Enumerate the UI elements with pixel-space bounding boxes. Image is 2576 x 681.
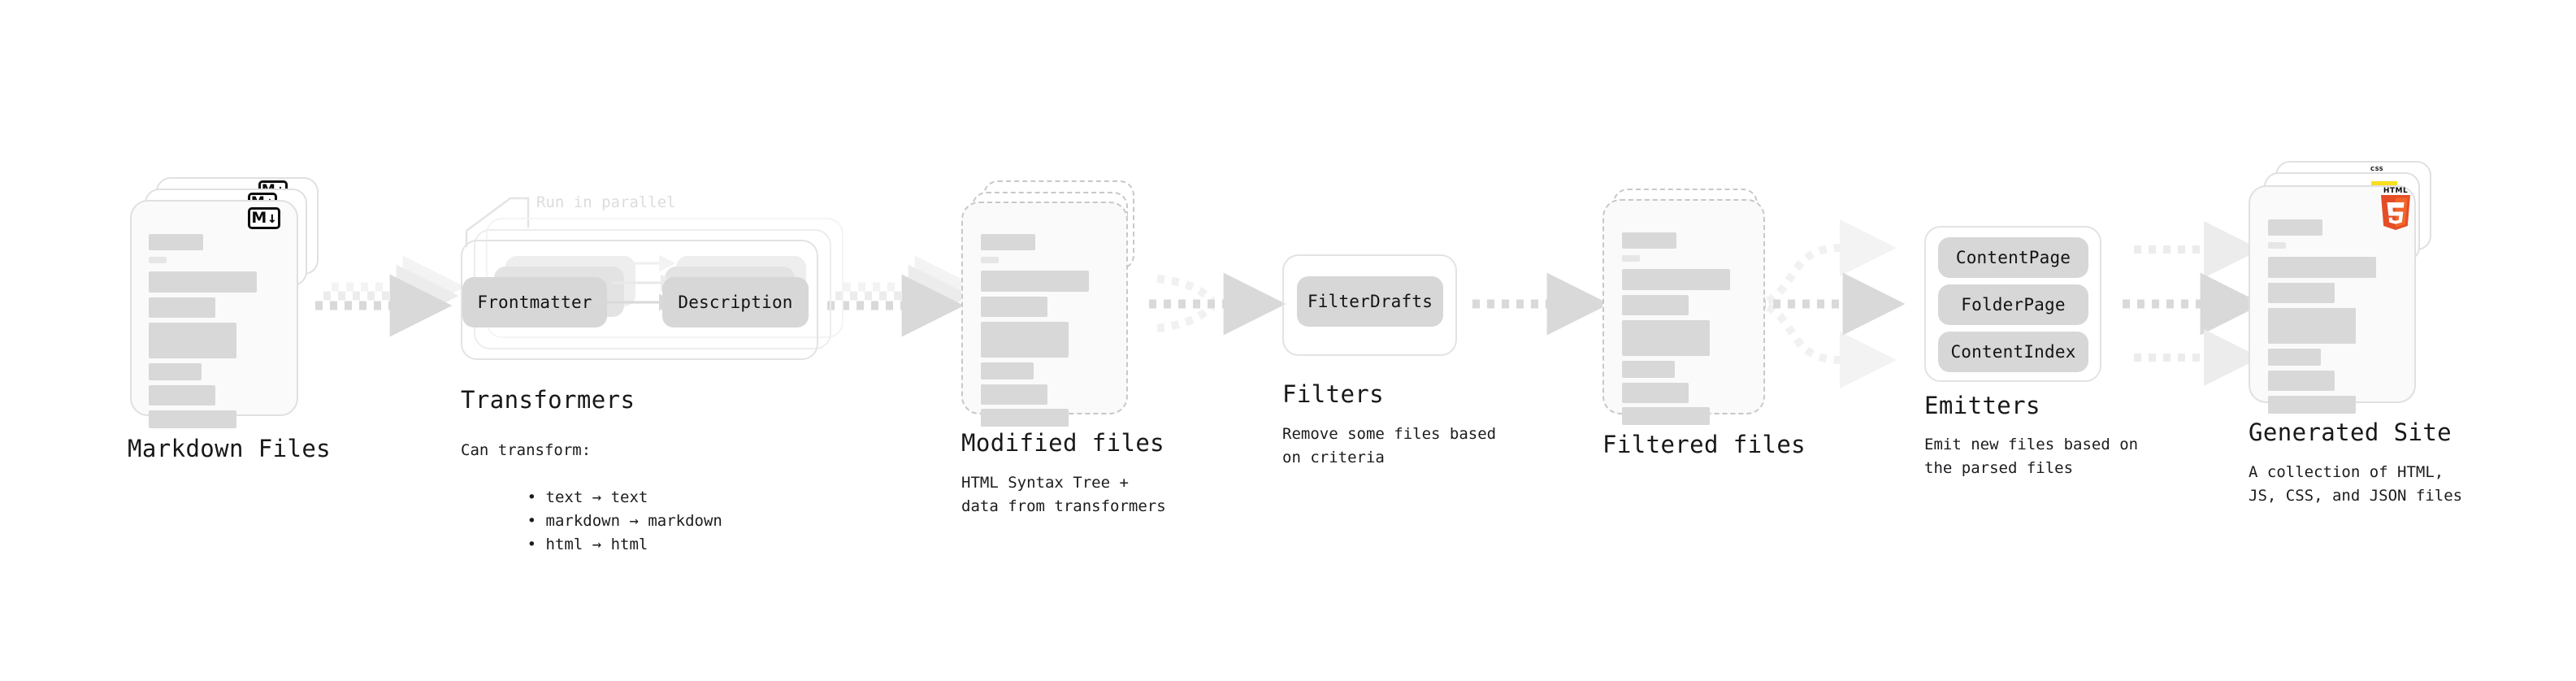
- markdown-arrow: ↓: [267, 209, 277, 227]
- markdown-letter: M: [251, 209, 267, 227]
- css-label: CSS: [2370, 166, 2383, 172]
- doc-bar: [149, 363, 202, 380]
- transformer-inner-arrows: [605, 254, 678, 311]
- markdown-icon: M ↓: [248, 207, 280, 229]
- doc-bar: [149, 385, 215, 406]
- doc-bar: [981, 271, 1089, 292]
- transformer-chip-label: Description: [678, 293, 793, 312]
- transformers-caption: Can transform:: [461, 441, 592, 459]
- doc-bar: [1622, 295, 1689, 315]
- doc-bar: [2268, 242, 2286, 249]
- filter-chip-label: FilterDrafts: [1307, 292, 1433, 311]
- doc-bar: [2268, 349, 2321, 366]
- bullet-text: text → text: [545, 488, 648, 506]
- transformers-bullet-2: • html → html: [527, 536, 648, 553]
- doc-bar: [2268, 219, 2322, 236]
- doc-bar: [2268, 283, 2335, 303]
- transformers-bullet-1: • markdown → markdown: [527, 512, 722, 530]
- doc-bar: [1622, 320, 1710, 356]
- stage-title-transformers: Transformers: [461, 386, 635, 414]
- doc-bar: [981, 234, 1035, 250]
- generated-site-caption: A collection of HTML, JS, CSS, and JSON …: [2249, 463, 2463, 505]
- stage-title-generated-site: Generated Site: [2249, 419, 2452, 446]
- stage-title-markdown-files: Markdown Files: [128, 435, 332, 462]
- transformer-chip-frontmatter[interactable]: Frontmatter: [462, 277, 607, 327]
- stage-title-filters: Filters: [1282, 380, 1385, 408]
- filters-frame: [1282, 254, 1457, 356]
- doc-bar: [149, 323, 236, 358]
- doc-bar: [1622, 232, 1676, 249]
- modified-files-caption: HTML Syntax Tree + data from transformer…: [961, 474, 1166, 515]
- transformer-chip-description[interactable]: Description: [662, 277, 809, 327]
- emitter-chip-contentindex[interactable]: ContentIndex: [1938, 332, 2088, 372]
- doc-bar: [981, 297, 1047, 317]
- emitter-chip-label: ContentPage: [1955, 248, 2071, 267]
- doc-bar: [149, 271, 257, 293]
- emitters-frame: [1924, 226, 2101, 382]
- connector-modified-to-filters: [1149, 272, 1286, 336]
- doc-bar: [981, 362, 1034, 380]
- emitter-chip-contentpage[interactable]: ContentPage: [1938, 237, 2088, 278]
- stage-title-modified-files: Modified files: [961, 429, 1165, 457]
- doc-bar: [149, 410, 236, 428]
- doc-bar: [2268, 396, 2356, 414]
- connector-emitters-to-generated: [2123, 221, 2263, 386]
- doc-bar: [981, 257, 999, 263]
- doc-bar: [149, 257, 167, 263]
- stage-title-emitters: Emitters: [1924, 392, 2040, 419]
- transformers-frame: [461, 240, 818, 360]
- stage-title-filtered-files: Filtered files: [1602, 431, 1806, 458]
- doc-bar: [149, 234, 203, 250]
- html5-label: HTML: [2383, 187, 2409, 195]
- emitter-chip-label: ContentIndex: [1950, 342, 2076, 362]
- doc-bar: [1622, 407, 1710, 425]
- connector-markdown-to-transformers: [315, 255, 466, 337]
- emitter-chip-folderpage[interactable]: FolderPage: [1938, 284, 2088, 325]
- filters-caption: Remove some files based on criteria: [1282, 425, 1497, 466]
- doc-bar: [2268, 371, 2335, 391]
- run-in-parallel-label: Run in parallel: [536, 193, 676, 211]
- doc-bar: [981, 409, 1069, 427]
- transformers-bullet-0: • text → text: [527, 488, 648, 506]
- run-in-parallel-bracket: [465, 197, 530, 247]
- doc-bar: [149, 297, 215, 318]
- emitter-chip-label: FolderPage: [1961, 295, 2066, 314]
- doc-bar: [981, 384, 1047, 405]
- doc-bar: [1622, 383, 1689, 403]
- emitters-caption: Emit new files based on the parsed files: [1924, 436, 2139, 477]
- doc-bar: [2268, 308, 2356, 344]
- doc-bar: [1622, 255, 1640, 262]
- doc-bar: [1622, 361, 1675, 378]
- bullet-text: markdown → markdown: [545, 512, 722, 530]
- bullet-text: html → html: [545, 536, 648, 553]
- doc-bar: [981, 322, 1069, 358]
- filter-chip-filterdrafts[interactable]: FilterDrafts: [1297, 276, 1443, 327]
- doc-bar: [2268, 257, 2376, 278]
- doc-bar: [1622, 269, 1730, 290]
- transformer-chip-label: Frontmatter: [477, 293, 592, 312]
- html5-logo-icon: HTML: [2379, 187, 2413, 230]
